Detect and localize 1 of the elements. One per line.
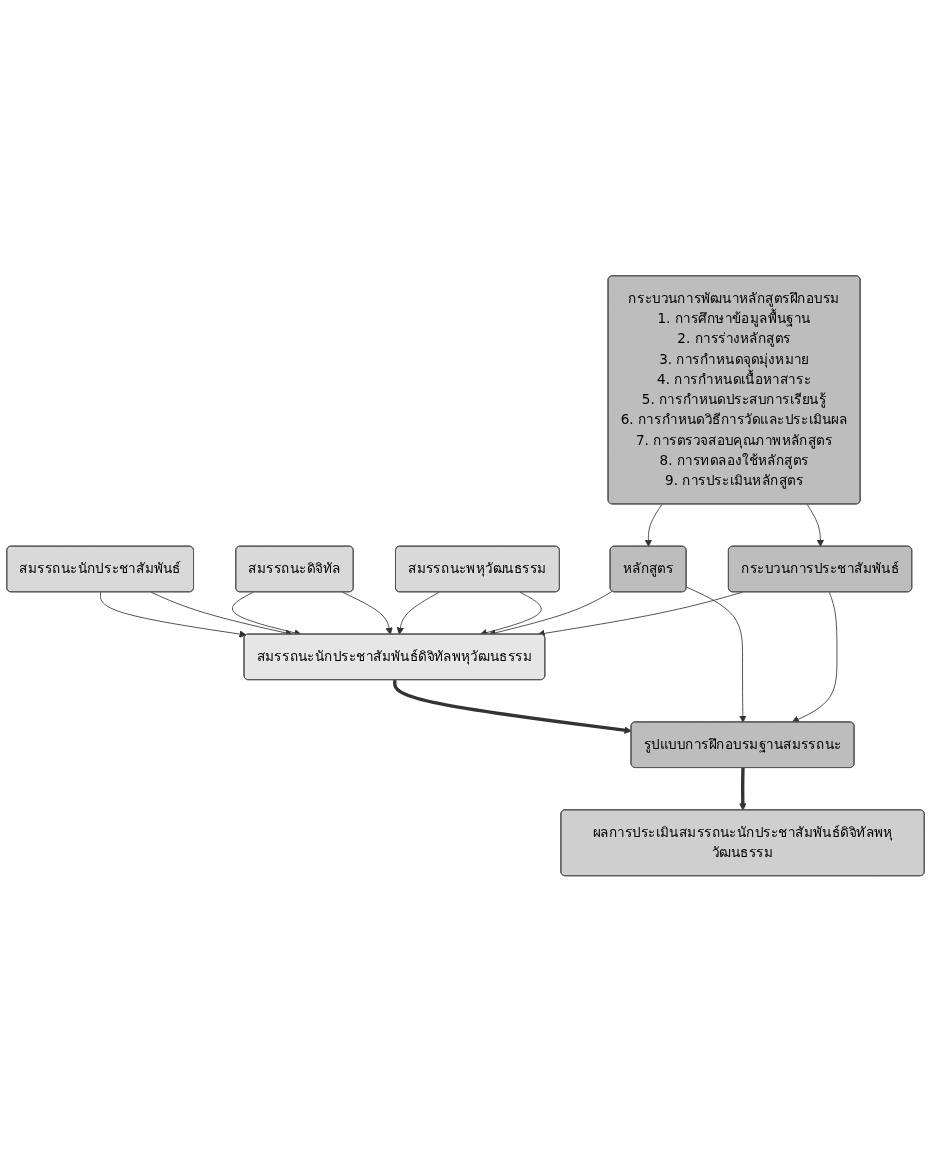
arrow — [739, 768, 747, 811]
